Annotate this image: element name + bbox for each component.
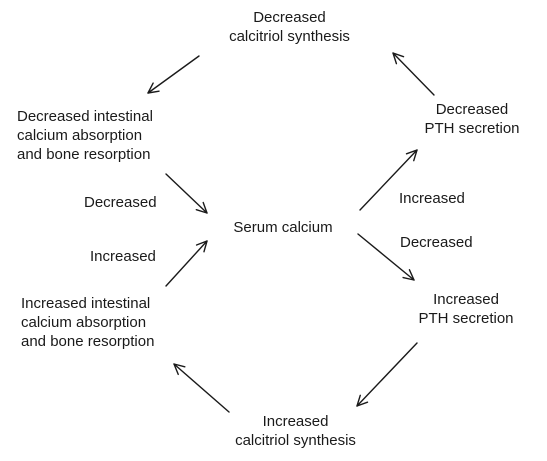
edge-label-left-decreased: Decreased (84, 194, 157, 211)
node-decreased-calcitriol-synthesis: Decreased calcitriol synthesis (229, 9, 350, 45)
arrow-center-to-lower-right (357, 233, 415, 281)
node-decreased-absorption-resorption: Decreased intestinal calcium absorption … (17, 108, 153, 163)
node-serum-calcium: Serum calcium (233, 219, 333, 236)
arrow-lower-right-to-bottom (356, 342, 418, 407)
edge-label-right-increased: Increased (399, 190, 465, 207)
node-increased-calcitriol-synthesis: Increased calcitriol synthesis (235, 413, 356, 449)
arrow-upper-right-to-top (392, 52, 435, 96)
node-increased-absorption-resorption: Increased intestinal calcium absorption … (21, 295, 155, 350)
arrow-upper-left-to-center (165, 173, 208, 214)
edge-label-right-decreased: Decreased (400, 234, 473, 251)
arrow-bottom-to-lower-left (173, 363, 230, 413)
arrow-top-to-upper-left (147, 55, 200, 94)
arrow-center-to-upper-right (359, 149, 418, 211)
edge-label-left-increased: Increased (90, 248, 156, 265)
node-decreased-pth-secretion: Decreased PTH secretion (424, 101, 520, 137)
arrow-lower-left-to-center (165, 240, 208, 287)
node-increased-pth-secretion: Increased PTH secretion (418, 291, 514, 327)
